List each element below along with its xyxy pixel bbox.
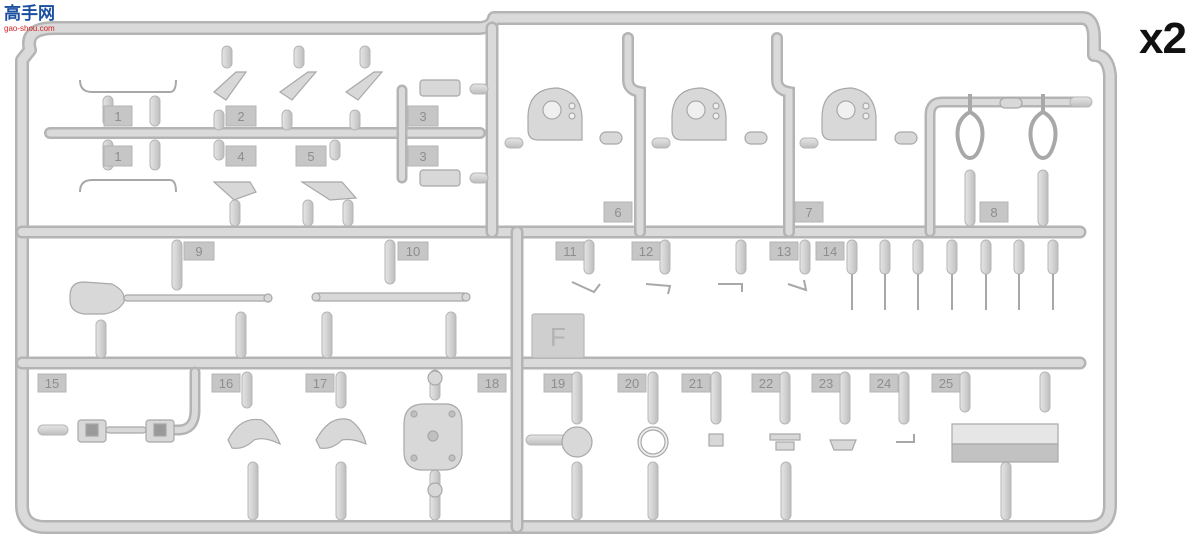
parts	[69, 71, 1059, 498]
part-label-3b: 3	[419, 149, 426, 164]
sprue-letter-tag: F	[550, 322, 566, 352]
part-label-13: 13	[777, 244, 791, 259]
part-label-8: 8	[990, 205, 997, 220]
part-label-10: 10	[406, 244, 420, 259]
part-label-18: 18	[485, 376, 499, 391]
part-label-12: 12	[639, 244, 653, 259]
logo-url-text: gao-shou.com	[4, 24, 55, 33]
part-label-6: 6	[614, 205, 621, 220]
site-logo: 高手网 gao-shou.com	[4, 4, 74, 40]
part-label-25: 25	[939, 376, 953, 391]
quantity-multiplier: x2	[1139, 14, 1187, 63]
part-label-7: 7	[805, 205, 812, 220]
outer-frame	[15, 11, 1117, 534]
part-label-16: 16	[219, 376, 233, 391]
part-label-14: 14	[823, 244, 837, 259]
part-label-1a: 1	[114, 109, 121, 124]
part-number-labels: 1 1 2 3 3 4 5 6 7 8 9 10 11 12 13 14 15 …	[45, 109, 998, 391]
part-label-5: 5	[307, 149, 314, 164]
part-label-21: 21	[689, 376, 703, 391]
logo-chinese-text: 高手网	[4, 4, 55, 24]
part-label-19: 19	[551, 376, 565, 391]
part-label-23: 23	[819, 376, 833, 391]
part-number-tags	[37, 105, 1009, 393]
part-label-15: 15	[45, 376, 59, 391]
runners	[15, 21, 1087, 534]
part-label-9: 9	[195, 244, 202, 259]
part-label-24: 24	[877, 376, 891, 391]
part-label-22: 22	[759, 376, 773, 391]
part-label-1b: 1	[114, 149, 121, 164]
part-label-11: 11	[563, 244, 577, 259]
part-label-17: 17	[313, 376, 327, 391]
part-label-20: 20	[625, 376, 639, 391]
part-label-4: 4	[237, 149, 244, 164]
gates	[37, 45, 1093, 521]
part-label-3a: 3	[419, 109, 426, 124]
part-label-2: 2	[237, 109, 244, 124]
